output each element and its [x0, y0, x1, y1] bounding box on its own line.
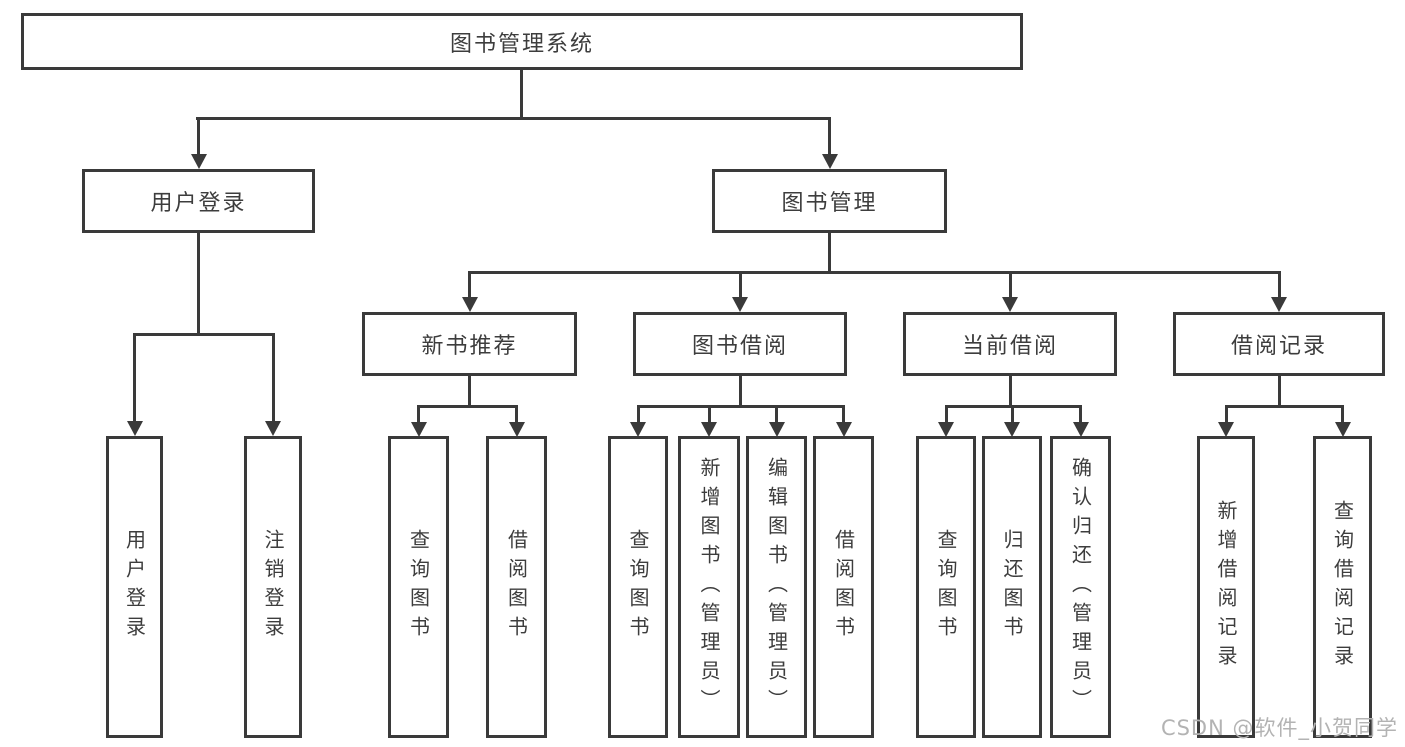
connector-line: [515, 405, 518, 424]
node-current-borrow: 当前借阅: [903, 312, 1117, 376]
connector-line: [1079, 405, 1082, 424]
leaf-user-login: 用户登录: [106, 436, 163, 738]
arrowhead-icon: [1334, 422, 1351, 437]
arrowhead-icon: [835, 422, 852, 437]
connector-line: [133, 333, 136, 423]
leaf-add-book: 新增图书（管理员）: [678, 436, 740, 738]
node-book-borrow-label: 图书借阅: [691, 334, 788, 359]
arrowhead-icon: [126, 421, 143, 436]
leaf-query-borrow-record: 查询借阅记录: [1313, 436, 1372, 738]
connector-line: [842, 405, 845, 424]
node-root-label: 图书管理系统: [449, 31, 594, 57]
leaf-query-book-2: 查询图书: [608, 436, 668, 738]
node-current-borrow-label: 当前借阅: [961, 334, 1058, 359]
connector-line: [1277, 271, 1281, 300]
leaf-edit-book: 编辑图书（管理员）: [746, 436, 807, 738]
connector-line: [1224, 405, 1343, 408]
connector-line: [196, 117, 831, 120]
arrowhead-icon: [938, 422, 954, 437]
connector-line: [828, 117, 831, 157]
connector-line: [417, 405, 518, 408]
arrowhead-icon: [508, 422, 525, 437]
arrowhead-icon: [1218, 422, 1234, 437]
node-borrow-record-label: 借阅记录: [1230, 334, 1327, 359]
leaf-return-book: 归还图书: [982, 436, 1042, 738]
arrowhead-icon: [265, 421, 281, 436]
arrowhead-icon: [768, 422, 785, 437]
connector-line: [417, 405, 420, 424]
arrowhead-icon: [190, 154, 207, 169]
connector-line: [738, 376, 742, 406]
arrowhead-icon: [461, 297, 478, 312]
leaf-query-borrow-record-label: 查询借阅记录: [1330, 500, 1355, 674]
leaf-add-book-label: 新增图书（管理员）: [697, 456, 721, 718]
connector-line: [944, 405, 948, 424]
leaf-add-borrow-record-label: 新增借阅记录: [1214, 500, 1238, 674]
connector-line: [1341, 405, 1344, 424]
connector-line: [738, 271, 742, 300]
connector-line: [828, 232, 831, 274]
leaf-user-login-label: 用户登录: [122, 529, 147, 645]
node-root: 图书管理系统: [21, 13, 1023, 70]
connector-line: [707, 405, 711, 424]
node-new-book-recommend-label: 新书推荐: [421, 334, 518, 359]
leaf-confirm-return: 确认归还（管理员）: [1050, 436, 1111, 738]
leaf-query-book-1-label: 查询图书: [406, 529, 431, 645]
connector-line: [1008, 271, 1012, 300]
node-user-login-label: 用户登录: [150, 191, 247, 216]
connector-line: [1224, 405, 1228, 424]
leaf-add-borrow-record: 新增借阅记录: [1197, 436, 1255, 738]
leaf-query-book-2-label: 查询图书: [626, 529, 650, 645]
arrowhead-icon: [1002, 297, 1018, 312]
connector-line: [636, 405, 844, 408]
node-user-login: 用户登录: [82, 169, 315, 233]
connector-line: [271, 333, 275, 423]
node-borrow-record: 借阅记录: [1173, 312, 1385, 376]
connector-line: [197, 233, 200, 333]
arrowhead-icon: [410, 422, 427, 437]
connector-line: [1010, 405, 1014, 424]
csdn-watermark: CSDN @软件_小贺同学: [1160, 716, 1398, 740]
arrowhead-icon: [1271, 297, 1287, 312]
arrowhead-icon: [1004, 422, 1020, 437]
connector-line: [197, 117, 200, 157]
connector-line: [519, 69, 523, 118]
node-book-borrow: 图书借阅: [633, 312, 847, 376]
leaf-edit-book-label: 编辑图书（管理员）: [764, 456, 789, 718]
connector-line: [133, 333, 274, 336]
node-book-management-label: 图书管理: [781, 191, 878, 216]
leaf-query-book-1: 查询图书: [388, 436, 449, 738]
arrowhead-icon: [1072, 422, 1089, 437]
connector-line: [468, 271, 1279, 274]
leaf-borrow-book-1-label: 借阅图书: [504, 529, 529, 645]
connector-line: [775, 405, 778, 424]
connector-line: [636, 405, 640, 424]
node-book-management: 图书管理: [712, 169, 947, 233]
connector-line: [468, 376, 471, 406]
leaf-borrow-book-2: 借阅图书: [813, 436, 874, 738]
leaf-logout: 注销登录: [244, 436, 302, 738]
arrowhead-icon: [821, 154, 838, 169]
leaf-borrow-book-2-label: 借阅图书: [831, 529, 856, 645]
arrowhead-icon: [732, 297, 748, 312]
leaf-borrow-book-1: 借阅图书: [486, 436, 547, 738]
connector-line: [1277, 376, 1281, 406]
leaf-query-book-3: 查询图书: [916, 436, 976, 738]
leaf-query-book-3-label: 查询图书: [934, 529, 958, 645]
leaf-return-book-label: 归还图书: [1000, 529, 1024, 645]
arrowhead-icon: [701, 422, 717, 437]
node-new-book-recommend: 新书推荐: [362, 312, 577, 376]
arrowhead-icon: [630, 422, 646, 437]
leaf-logout-label: 注销登录: [261, 529, 285, 645]
connector-line: [468, 271, 471, 300]
connector-line: [1008, 376, 1012, 406]
leaf-confirm-return-label: 确认归还（管理员）: [1068, 456, 1093, 718]
